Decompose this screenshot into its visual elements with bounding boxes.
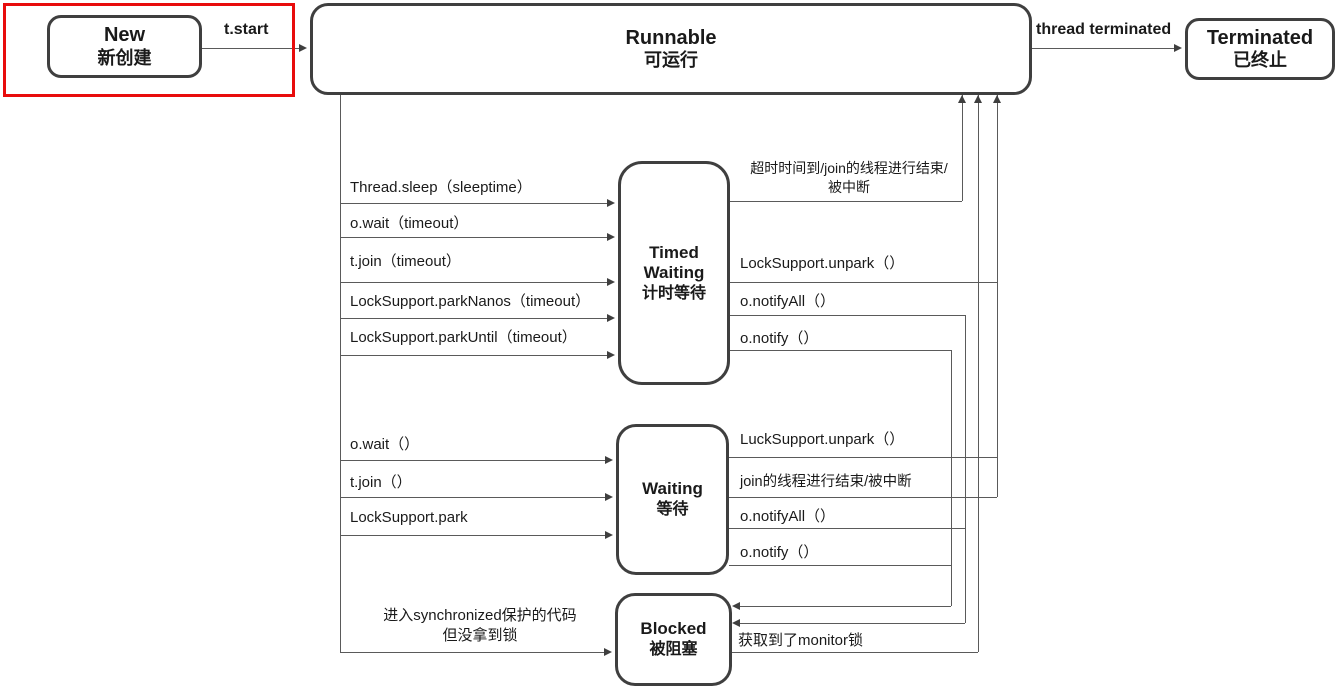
transition-label-line1: 进入synchronized保护的代码 xyxy=(383,607,577,624)
connector-line xyxy=(340,203,608,204)
state-subtitle: 可运行 xyxy=(644,50,698,71)
state-box-blocked: Blocked 被阻塞 xyxy=(615,593,732,686)
transition-label-line1: 超时时间到/join的线程进行结束/ xyxy=(750,160,948,176)
arrowhead-right-icon xyxy=(607,278,615,286)
connector-line xyxy=(740,623,965,624)
state-title: New xyxy=(103,24,146,47)
arrowhead-right-icon xyxy=(605,456,613,464)
state-title: Blocked xyxy=(640,619,707,639)
connector-line xyxy=(340,355,608,356)
connector-line xyxy=(978,95,979,652)
arrowhead-up-icon xyxy=(993,95,1001,103)
transition-label: LuckSupport.unpark（） xyxy=(740,431,905,448)
arrowhead-right-icon xyxy=(1174,44,1182,52)
connector-line xyxy=(340,318,608,319)
state-subtitle: 被阻塞 xyxy=(649,641,698,659)
state-title: Waiting xyxy=(642,479,703,499)
connector-line xyxy=(997,95,998,497)
connector-line xyxy=(1032,48,1175,49)
transition-label: Thread.sleep（sleeptime） xyxy=(350,179,532,196)
transition-label-t-start: t.start xyxy=(224,21,269,38)
transition-label-timeout: 超时时间到/join的线程进行结束/ 被中断 xyxy=(735,159,963,197)
connector-line xyxy=(340,535,606,536)
transition-label-line2: 被中断 xyxy=(828,178,870,195)
state-title: Terminated xyxy=(1206,26,1314,49)
connector-line xyxy=(740,606,951,607)
transition-label: o.notify（） xyxy=(740,330,819,347)
connector-line xyxy=(729,528,965,529)
state-subtitle: 等待 xyxy=(656,501,689,519)
connector-line xyxy=(730,201,962,202)
connector-line xyxy=(340,497,606,498)
transition-label: o.notifyAll（） xyxy=(740,508,836,525)
state-box-terminated: Terminated 已终止 xyxy=(1185,18,1335,80)
connector-line xyxy=(729,565,951,566)
state-box-waiting: Waiting 等待 xyxy=(616,424,729,575)
transition-label-line2: 但没拿到锁 xyxy=(442,626,518,644)
transition-label: join的线程进行结束/被中断 xyxy=(740,474,912,490)
connector-line xyxy=(202,48,300,49)
highlight-rectangle xyxy=(3,3,295,97)
arrowhead-right-icon xyxy=(605,531,613,539)
arrowhead-right-icon xyxy=(607,199,615,207)
arrowhead-right-icon xyxy=(607,233,615,241)
state-title: Runnable xyxy=(625,26,717,49)
connector-line xyxy=(732,652,978,653)
arrowhead-left-icon xyxy=(732,619,740,627)
connector-line xyxy=(962,95,963,201)
arrowhead-right-icon xyxy=(607,314,615,322)
connector-line xyxy=(730,282,997,283)
arrowhead-left-icon xyxy=(732,602,740,610)
connector-line xyxy=(729,457,997,458)
arrowhead-up-icon xyxy=(974,95,982,103)
arrowhead-right-icon xyxy=(605,493,613,501)
arrowhead-right-icon xyxy=(607,351,615,359)
transition-label: LockSupport.parkNanos（timeout） xyxy=(350,293,591,310)
transition-label: o.notifyAll（） xyxy=(740,293,836,310)
state-title: Timed Waiting xyxy=(643,242,705,283)
transition-label-monitor-lock: 获取到了monitor锁 xyxy=(738,632,864,649)
arrowhead-right-icon xyxy=(604,648,612,656)
state-box-timed-waiting: Timed Waiting 计时等待 xyxy=(618,161,730,385)
transition-label: LockSupport.unpark（） xyxy=(740,255,905,272)
state-subtitle: 已终止 xyxy=(1233,50,1287,71)
connector-line xyxy=(340,95,341,652)
connector-line xyxy=(951,350,952,606)
arrowhead-right-icon xyxy=(299,44,307,52)
state-subtitle: 新创建 xyxy=(97,47,152,68)
transition-label: o.wait（） xyxy=(350,436,420,453)
state-box-new: New 新创建 xyxy=(47,15,202,78)
transition-label: o.wait（timeout） xyxy=(350,215,469,232)
transition-label: o.notify（） xyxy=(740,544,819,561)
transition-label-thread-terminated: thread terminated xyxy=(1036,21,1172,38)
state-box-runnable: Runnable 可运行 xyxy=(310,3,1032,95)
transition-label: t.join（） xyxy=(350,474,412,491)
transition-label: LockSupport.park xyxy=(350,509,468,526)
connector-line xyxy=(340,652,605,653)
transition-label: LockSupport.parkUntil（timeout） xyxy=(350,329,577,346)
connector-line xyxy=(729,497,997,498)
connector-line xyxy=(730,350,951,351)
connector-line xyxy=(965,315,966,623)
arrowhead-up-icon xyxy=(958,95,966,103)
state-subtitle: 计时等待 xyxy=(641,284,706,302)
connector-line xyxy=(340,237,608,238)
transition-label: t.join（timeout） xyxy=(350,253,461,270)
connector-line xyxy=(730,315,965,316)
connector-line xyxy=(340,460,606,461)
connector-line xyxy=(340,282,608,283)
transition-label-enter-synchronized: 进入synchronized保护的代码 但没拿到锁 xyxy=(350,606,610,645)
